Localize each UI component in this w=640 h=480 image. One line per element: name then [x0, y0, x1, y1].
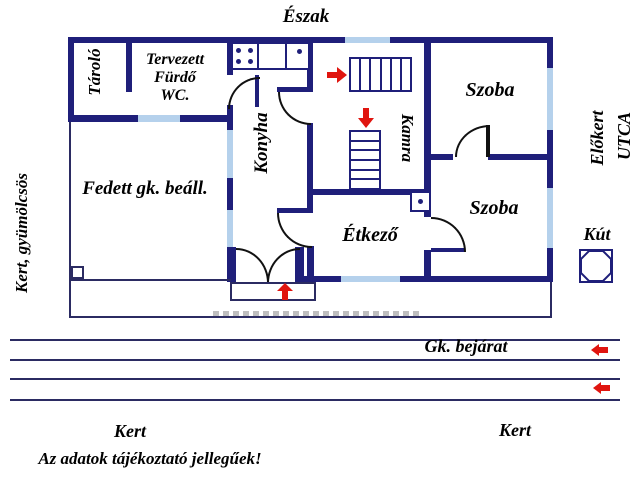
window-segment — [227, 130, 233, 178]
arrow-up-icon — [277, 283, 293, 300]
road-line — [10, 339, 620, 341]
road-line — [10, 399, 620, 401]
window-segment — [227, 210, 233, 247]
chimney-flue-dot — [418, 199, 423, 204]
stove-burner-icon — [236, 59, 241, 64]
wall-segment — [227, 178, 233, 210]
door-arc — [455, 125, 490, 157]
door-arc — [277, 213, 312, 248]
entrance-porch — [230, 282, 316, 301]
carport-front-line — [69, 279, 231, 281]
label-planned-bath-line1: Tervezett — [145, 51, 205, 68]
watermark-dashes — [213, 311, 420, 316]
label-front-garden: Előkert — [587, 110, 607, 166]
label-room-bottom: Szoba — [469, 197, 519, 219]
counter-divider — [257, 42, 259, 70]
window-segment — [547, 68, 553, 130]
disclaimer-text: Az adatok tájékoztató jellegűek! — [38, 449, 262, 468]
counter-divider — [285, 42, 287, 70]
label-storage: Tároló — [85, 48, 104, 96]
wall-segment — [307, 246, 314, 282]
label-garden-left: Kert — [113, 421, 146, 441]
wall-segment — [488, 154, 553, 160]
road-line — [10, 378, 620, 380]
wall-segment — [424, 37, 431, 217]
wall-segment — [400, 276, 553, 282]
stove-burner-icon — [236, 48, 241, 53]
door-leaf — [277, 208, 313, 213]
label-kitchen: Konyha — [251, 112, 272, 174]
wall-segment — [313, 189, 424, 195]
north-label: Észak — [282, 6, 330, 27]
kitchen-counter — [231, 42, 310, 70]
fence-line — [69, 316, 552, 318]
wall-segment — [227, 43, 233, 75]
wall-segment — [126, 43, 132, 92]
stove-burner-icon — [248, 59, 253, 64]
door-leaf — [277, 87, 311, 92]
window-segment — [341, 276, 400, 282]
door-arc — [267, 248, 300, 283]
wall-segment — [547, 248, 553, 282]
label-planned-bath: Tervezett Fürdő WC. — [133, 51, 217, 105]
label-room-top: Szoba — [465, 79, 515, 101]
wall-segment — [424, 250, 431, 282]
window-segment — [547, 188, 553, 248]
arrow-left-icon — [591, 344, 608, 356]
label-garden-orchard: Kert, gyümölcsös — [12, 173, 31, 293]
arrow-left-icon — [593, 382, 610, 394]
label-garden-right: Kert — [498, 420, 531, 440]
window-segment — [138, 115, 180, 122]
wall-segment — [307, 123, 313, 213]
staircase-vertical-icon — [349, 130, 381, 190]
carport-column — [71, 266, 84, 279]
door-arc — [431, 217, 466, 252]
label-planned-bath-line3: WC. — [160, 87, 190, 104]
window-segment — [345, 37, 390, 43]
wall-segment — [307, 43, 313, 92]
yard-right-line — [550, 282, 552, 318]
wall-segment — [302, 276, 341, 282]
arrow-right-icon — [327, 67, 347, 83]
label-street: UTCA — [614, 112, 634, 161]
wall-segment — [68, 37, 553, 43]
wall-segment — [547, 37, 553, 68]
label-well: Kút — [583, 224, 611, 244]
sink-drain-icon — [297, 49, 302, 54]
stove-burner-icon — [248, 48, 253, 53]
label-planned-bath-line2: Fürdő — [154, 69, 196, 86]
door-arc — [236, 248, 269, 283]
wall-segment — [431, 154, 453, 160]
wall-segment — [68, 37, 74, 122]
wall-segment — [227, 105, 233, 130]
staircase-horizontal-icon — [349, 57, 412, 92]
label-pantry: Kamra — [398, 113, 417, 163]
door-jamb — [227, 247, 236, 282]
arrow-down-icon — [358, 108, 374, 128]
label-dining: Étkező — [342, 224, 398, 246]
carport-left-line — [69, 122, 71, 318]
label-car-entrance: Gk. bejárat — [424, 336, 508, 356]
label-carport: Fedett gk. beáll. — [82, 178, 208, 199]
door-arc — [278, 92, 311, 125]
well-icon — [579, 249, 613, 283]
road-line — [10, 359, 620, 361]
